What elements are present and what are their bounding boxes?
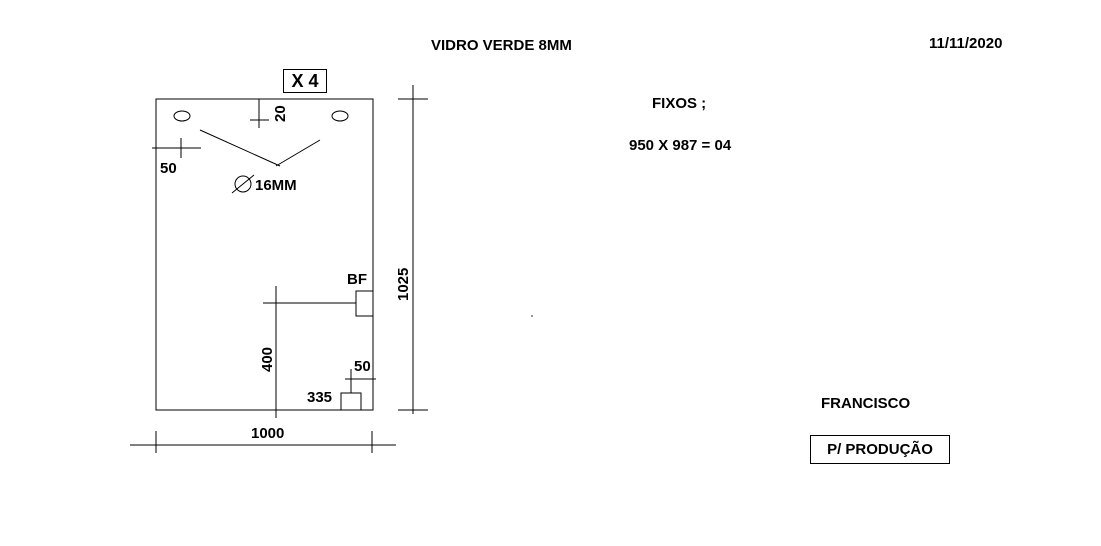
height-dimension-label: 1025 xyxy=(395,268,412,301)
quantity-badge: X 4 xyxy=(283,69,327,93)
dim-335-label: 335 xyxy=(307,389,332,406)
drawing-title: VIDRO VERDE 8MM xyxy=(431,37,572,54)
hole-left xyxy=(173,110,191,122)
lock-box xyxy=(340,392,362,411)
leader-line-left xyxy=(199,129,281,167)
bf-label: BF xyxy=(347,271,367,288)
hole-diameter-label: 16MM xyxy=(255,177,297,194)
dim-hole-side-label: 50 xyxy=(160,160,177,177)
summary-line: 950 X 987 = 04 xyxy=(629,137,732,154)
hole-right xyxy=(331,110,349,122)
glass-panel-outline xyxy=(155,98,374,411)
dim-hole-top-label: 20 xyxy=(272,105,289,122)
bf-fitting-box xyxy=(355,290,374,317)
drawing-date: 11/11/2020 xyxy=(929,35,1003,52)
summary-heading: FIXOS ; xyxy=(652,95,707,112)
leader-line-right xyxy=(275,139,321,167)
dim-400-label: 400 xyxy=(259,347,276,372)
production-stamp: P/ PRODUÇÃO xyxy=(810,435,950,464)
author-name: FRANCISCO xyxy=(821,395,911,412)
diameter-symbol-icon xyxy=(234,175,252,193)
width-dimension-label: 1000 xyxy=(251,425,284,442)
dim-50-bottom-label: 50 xyxy=(354,358,371,375)
